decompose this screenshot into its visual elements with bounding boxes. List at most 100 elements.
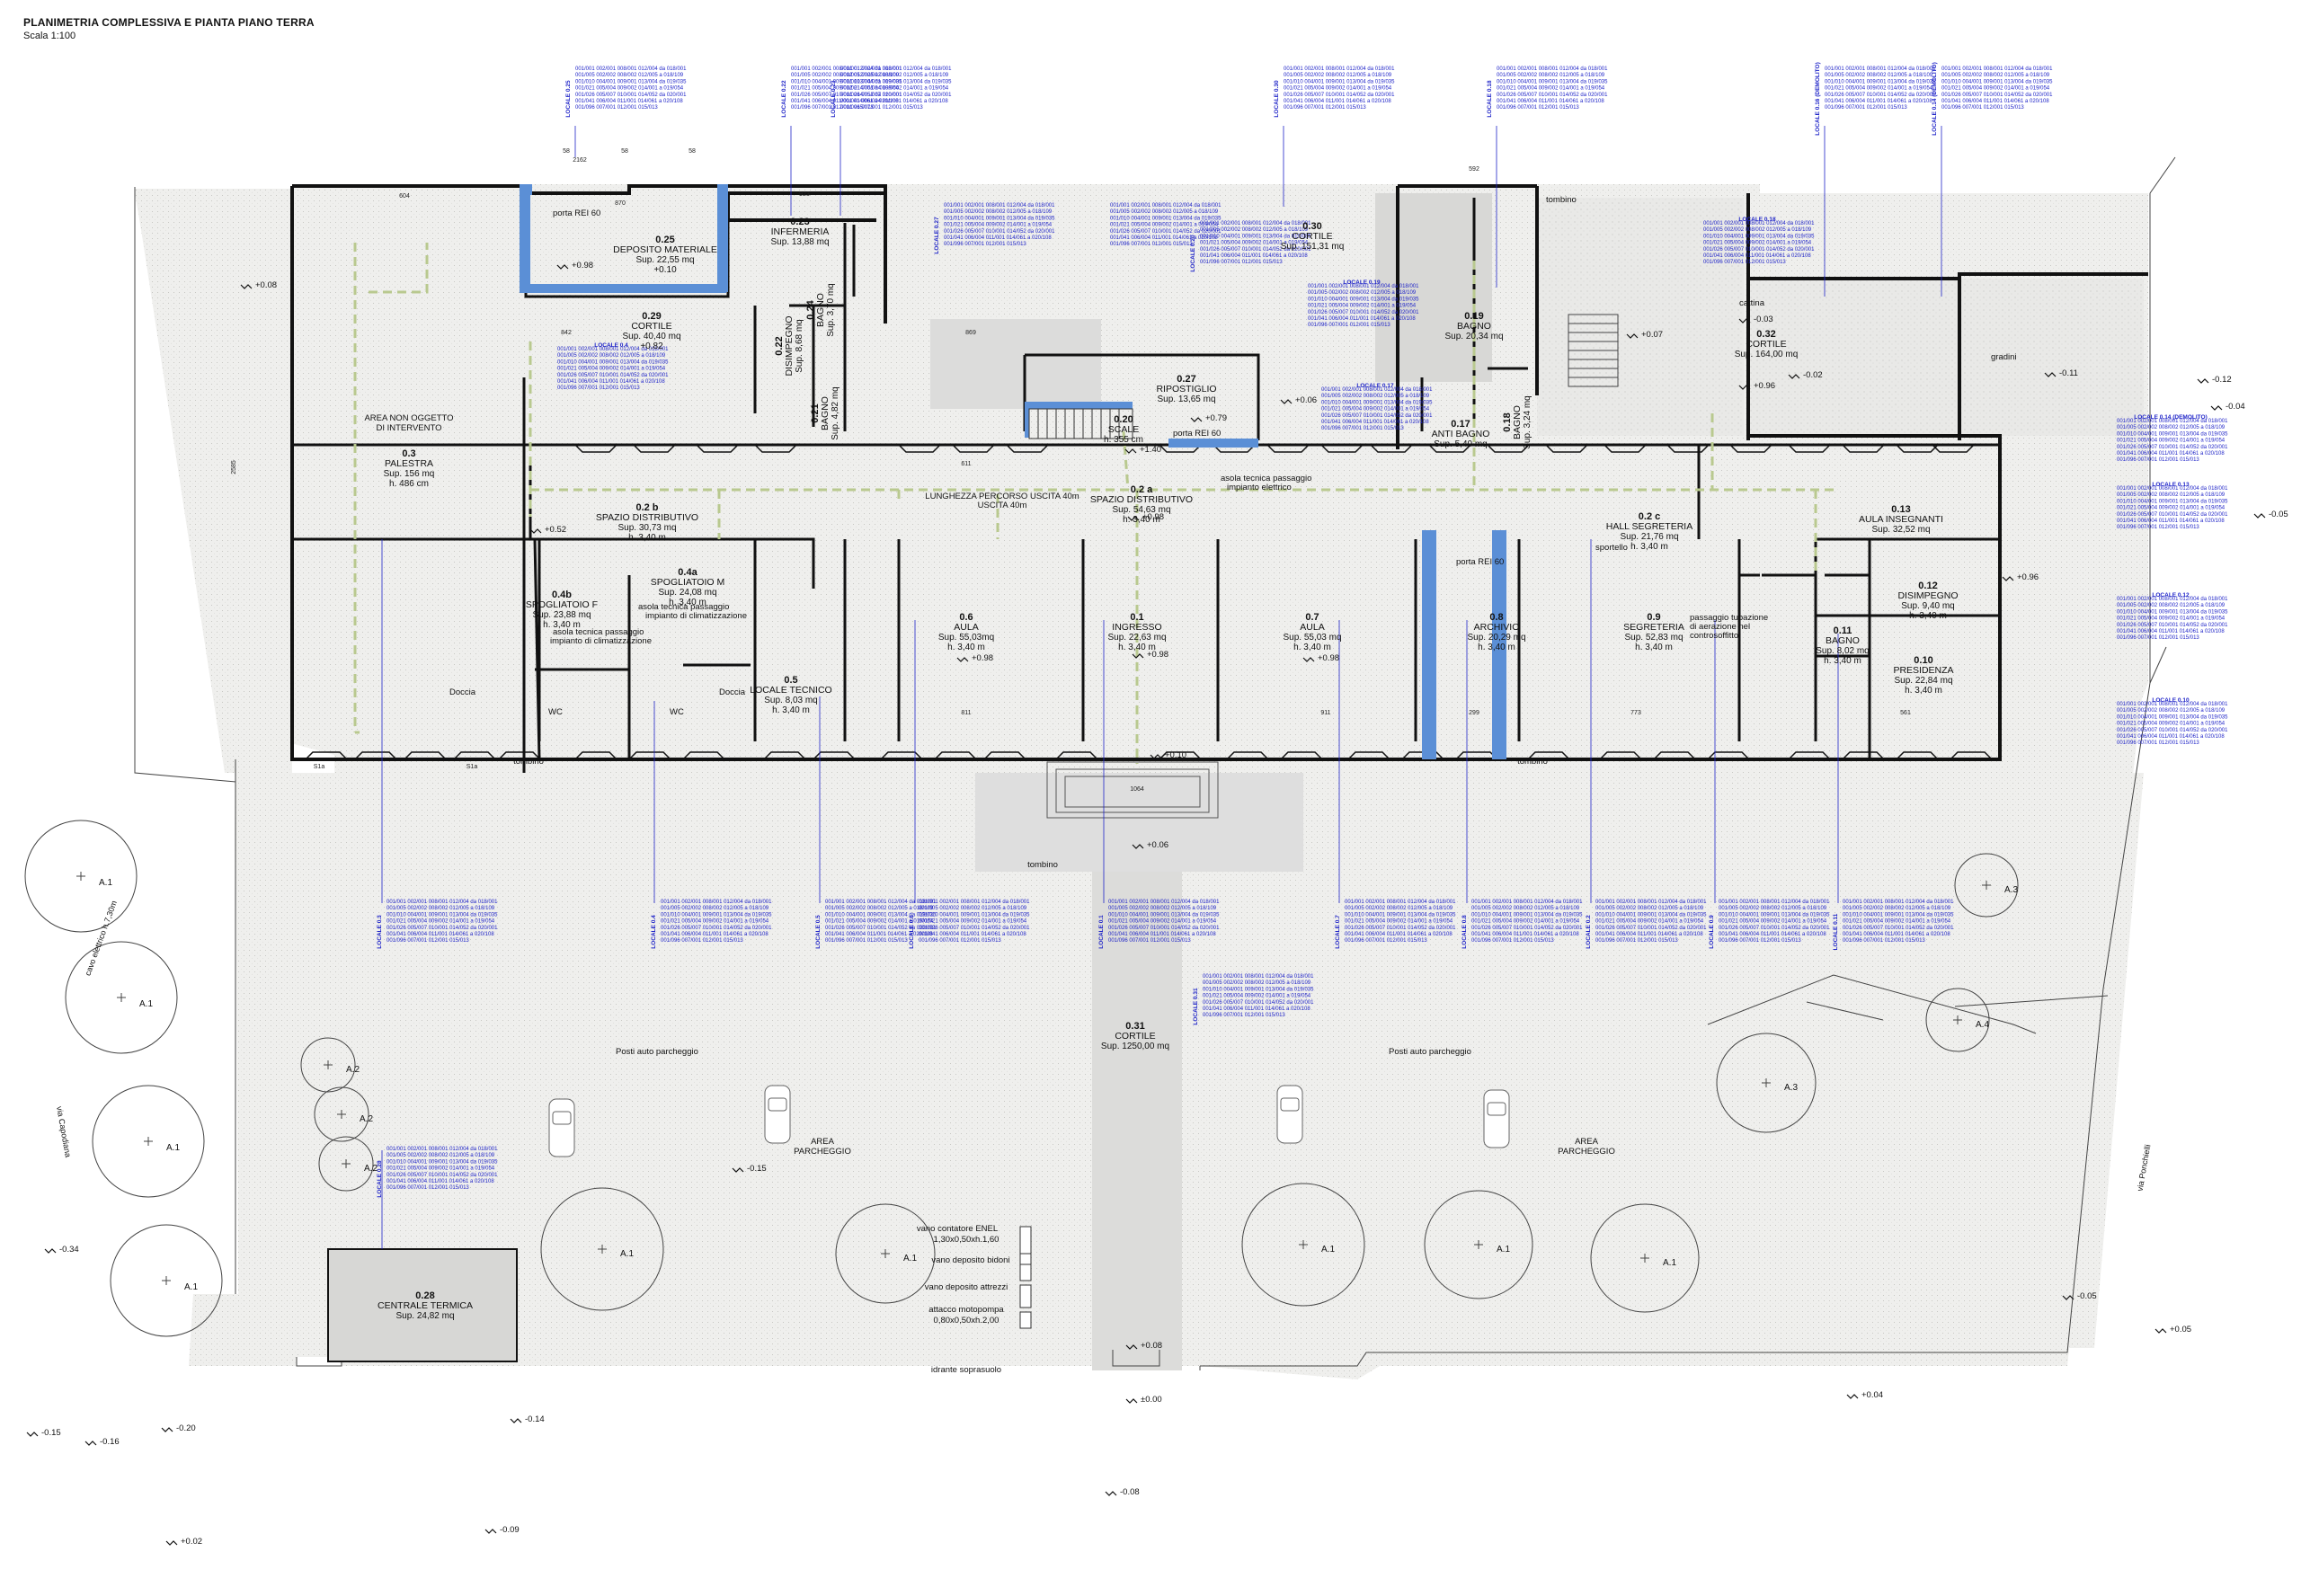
elevation-value: -0.08	[1120, 1487, 1140, 1497]
elevation-symbol	[1125, 1344, 1138, 1350]
elevation-marker-e4: -0.02	[1788, 370, 1823, 380]
elevation-value: -0.03	[1754, 315, 1773, 324]
elevation-symbol	[240, 284, 253, 289]
elevation-symbol	[732, 1167, 744, 1173]
car-outline	[1483, 1089, 1510, 1148]
elevation-marker-e35: +0.98	[556, 261, 593, 270]
elevation-value: -0.09	[500, 1525, 520, 1535]
window-south	[934, 751, 977, 760]
code-line: 001/041 006/004 011/001 014/061 a 020/10…	[1843, 932, 1950, 937]
code-line: 001/001 002/001 008/001 012/004 da 018/0…	[840, 66, 952, 72]
elevation-value: +0.98	[1147, 650, 1168, 660]
elevation-marker-e23: ±0.00	[1125, 1395, 1162, 1405]
elevation-symbol	[1788, 374, 1800, 379]
room-number: 0.10	[1914, 655, 1932, 666]
code-line: 001/041 006/004 011/001 014/061 a 020/10…	[1284, 99, 1391, 104]
room-area: Sup. 20,29 mq	[1467, 633, 1525, 643]
code-line: 001/026 005/007 010/001 014/052 da 020/0…	[1941, 93, 2053, 98]
code-line: 001/001 002/001 008/001 012/004 da 018/0…	[2117, 486, 2228, 492]
room-number: 0.20	[1114, 414, 1133, 425]
code-line: 001/001 002/001 008/001 012/004 da 018/0…	[825, 900, 937, 905]
room-extra: h. 355 cm	[1104, 435, 1143, 445]
room-area: Sup. 5,40 mq	[1434, 439, 1487, 449]
code-line: 001/021 005/004 009/002 014/001 a 019/05…	[1471, 919, 1580, 925]
locale-tag: LOCALE 0.22	[781, 80, 787, 118]
tree-canopy	[1424, 1190, 1533, 1299]
window-north	[754, 444, 797, 453]
room-name: INFERMERIA	[771, 226, 830, 237]
code-line: 001/041 006/004 011/001 014/061 a 020/10…	[1108, 932, 1216, 937]
code-line: 001/021 005/004 009/002 014/001 a 019/05…	[1308, 304, 1417, 309]
room-area: Sup. 32,52 mq	[1871, 525, 1930, 535]
elevation-value: ±0.00	[1141, 1395, 1162, 1405]
code-line: 001/096 007/001 012/001 015/013	[557, 386, 640, 391]
elevation-marker-e26: +0.04	[1846, 1390, 1883, 1400]
code-line: 001/096 007/001 012/001 015/013	[1203, 1013, 1285, 1018]
note-enel-2: 1,30x0,50xh.1,60	[934, 1235, 999, 1245]
code-line: 001/010 004/001 009/001 013/004 da 019/0…	[840, 79, 952, 84]
locale-tag: LOCALE 0.14 (DEMOLITO)	[2134, 414, 2208, 421]
room-extra: +0.10	[653, 265, 677, 275]
centrale-termica	[327, 1248, 518, 1362]
elevation-marker-e2: +0.07	[1626, 330, 1663, 340]
elevation-value: +0.08	[1141, 1341, 1162, 1351]
room-area: Sup. 8,03 mq	[764, 696, 817, 705]
room-number: 0.11	[1834, 625, 1852, 636]
elevation-symbol	[2197, 378, 2209, 384]
window-south	[498, 751, 541, 760]
elevation-value: -0.04	[2225, 402, 2245, 412]
locale-tag: LOCALE 0.14 (DEMOLITO)	[1932, 62, 1938, 136]
elevation-symbol	[1846, 1394, 1859, 1399]
outdoor-stairs	[1568, 314, 1619, 387]
elevation-symbol	[556, 264, 569, 270]
code-line: 001/026 005/007 010/001 014/052 da 020/0…	[1345, 926, 1456, 931]
room-name: SPOGLIATOIO M	[651, 577, 724, 588]
elevation-symbol	[1150, 754, 1162, 759]
tree-canopy	[318, 1136, 374, 1192]
room-number: 0.29	[642, 311, 661, 322]
code-line: 001/005 002/002 008/002 012/005 a 018/10…	[386, 906, 495, 911]
room-name: CORTILE	[1746, 339, 1786, 350]
elevation-value: +0.07	[1641, 330, 1663, 340]
note-parcheggio-l-1: AREA	[811, 1137, 835, 1147]
tree-t12: A.1	[1590, 1203, 1700, 1313]
room-number: 0.28	[415, 1290, 434, 1301]
dimension-d20: S1a	[466, 764, 478, 770]
elevation-symbol	[1132, 844, 1144, 849]
window-south	[682, 751, 725, 760]
dimension-d2: 58	[563, 148, 570, 155]
dimension-d1: 2162	[573, 157, 587, 164]
window-south	[1055, 751, 1098, 760]
window-band-north	[574, 444, 1975, 453]
code-line: 001/026 005/007 010/001 014/052 da 020/0…	[1110, 229, 1222, 235]
window-south	[574, 751, 617, 760]
code-line: 001/041 006/004 011/001 014/061 a 020/10…	[840, 99, 948, 104]
code-line: 001/041 006/004 011/001 014/061 a 020/10…	[1595, 932, 1703, 937]
tree-canopy	[1954, 853, 2019, 918]
elevation-symbol	[1105, 1491, 1117, 1496]
code-line: 001/096 007/001 012/001 015/013	[919, 938, 1001, 944]
code-line: 001/001 002/001 008/001 012/004 da 018/0…	[1110, 203, 1222, 208]
code-line: 001/026 005/007 010/001 014/052 da 020/0…	[2117, 728, 2228, 733]
elevation-marker-e12: +0.98	[1127, 512, 1164, 522]
code-line: 001/001 002/001 008/001 012/004 da 018/0…	[557, 347, 669, 352]
locale-tag: LOCALE 0.5	[815, 915, 822, 949]
code-line: 001/005 002/002 008/002 012/005 a 018/10…	[1595, 906, 1704, 911]
elevation-symbol	[2253, 513, 2266, 519]
elevation-symbol	[484, 1529, 497, 1534]
window-south	[354, 751, 397, 760]
code-line: 001/026 005/007 010/001 014/052 da 020/0…	[1308, 310, 1419, 315]
tree-t14: A.3	[1954, 853, 2019, 918]
code-line: 001/026 005/007 010/001 014/052 da 020/0…	[386, 926, 498, 931]
room-name: BAGNO	[820, 396, 831, 430]
locale-tag: LOCALE 0.20	[1190, 235, 1196, 272]
